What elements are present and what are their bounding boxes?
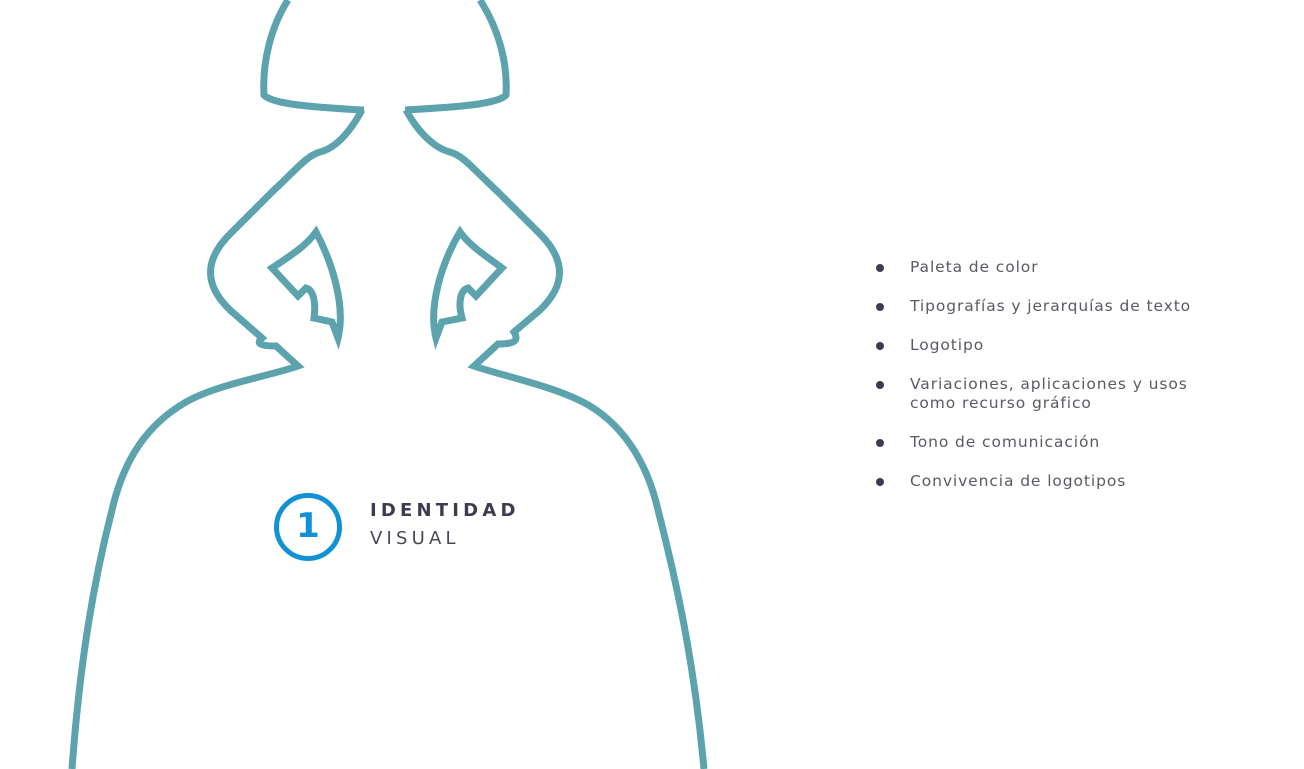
bullet-icon [876,342,884,350]
section-title: IDENTIDAD VISUAL [370,500,520,550]
bullet-icon [876,439,884,447]
section-title-line2: VISUAL [370,528,460,549]
topic-label: Tono de comunicación [910,433,1101,451]
topic-label: Paleta de color [910,258,1039,276]
topic-label: Logotipo [910,336,985,354]
topics-list: Paleta de color Tipografías y jerarquías… [876,258,1206,511]
figure-head-right-outline [404,0,510,114]
topic-item: Tono de comunicación [876,433,1206,452]
section-number: 1 [296,506,320,546]
figure-body-right-outline [402,108,708,769]
topic-label: Tipografías y jerarquías de texto [910,297,1192,315]
topic-item: Variaciones, aplicaciones y usos como re… [876,375,1206,413]
topic-item: Tipografías y jerarquías de texto [876,297,1206,316]
bullet-icon [876,381,884,389]
bullet-icon [876,264,884,272]
section-title-line1: IDENTIDAD [370,500,520,521]
topic-label: Variaciones, aplicaciones y usos como re… [910,375,1188,412]
bullet-icon [876,303,884,311]
topic-item: Logotipo [876,336,1206,355]
figure-lapel-right [430,225,508,350]
figure-lapel-left [266,225,344,350]
topic-item: Convivencia de logotipos [876,472,1206,491]
section-number-badge: 1 [274,493,342,561]
figure-body-left-outline [68,108,366,769]
topic-item: Paleta de color [876,258,1206,277]
topic-label: Convivencia de logotipos [910,472,1127,490]
figure-head-left-outline [260,0,364,114]
bullet-icon [876,478,884,486]
